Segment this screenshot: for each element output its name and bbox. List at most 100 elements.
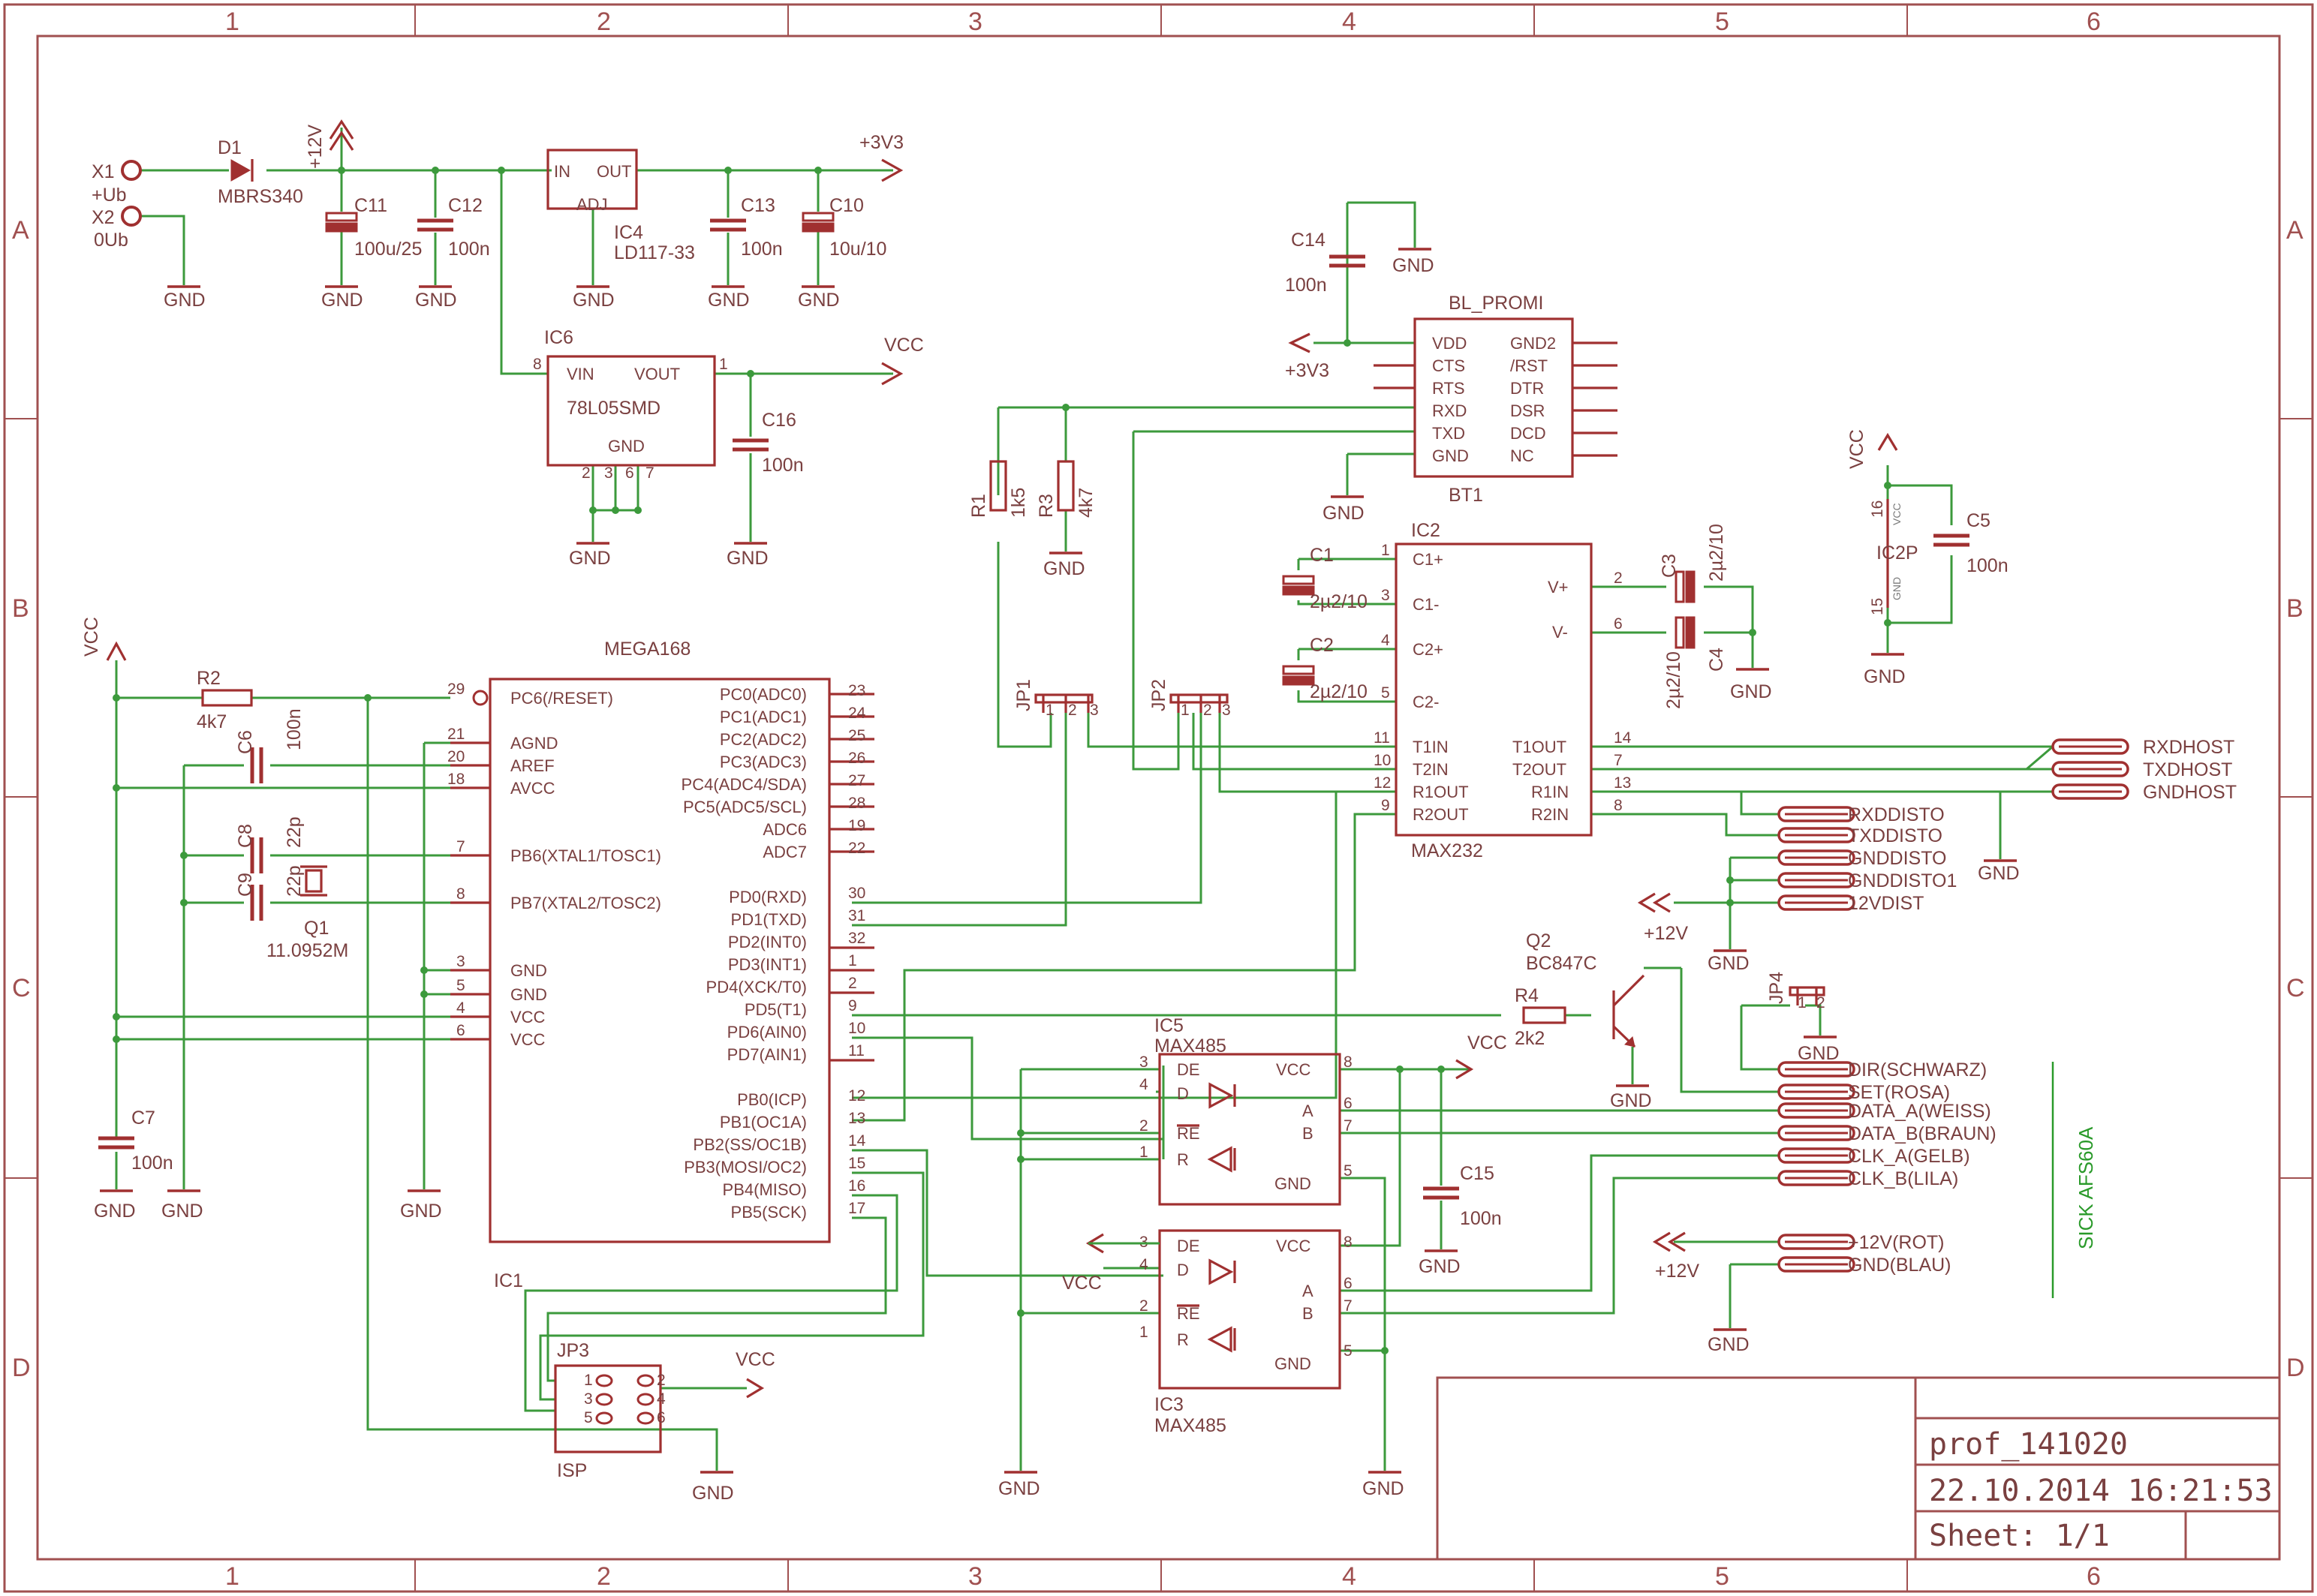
svg-text:1: 1 (719, 356, 728, 373)
gnd-c10: GND (798, 290, 840, 311)
svg-text:2: 2 (1816, 994, 1825, 1011)
ic2p: VCC GND 16 15 IC2P VCC C5 100n GND (1846, 429, 2009, 687)
vcc-ic5: VCC (1467, 1032, 1507, 1053)
svg-text:3: 3 (1222, 702, 1231, 719)
mega-pin-pb7: PB7(XTAL2/TOSC2) (510, 894, 661, 912)
conn-12vdist: 12VDIST (1848, 893, 1924, 914)
c16-label: C16 (762, 410, 796, 431)
title-date: 22.10.2014 16:21:53 (1929, 1474, 2273, 1508)
svg-text:1: 1 (1181, 702, 1190, 719)
p3v3-bt1: +3V3 (1285, 360, 1329, 381)
svg-text:A: A (1302, 1282, 1313, 1300)
ic4-body (546, 149, 638, 210)
mega-pinnum-right-4: 27 (848, 772, 865, 789)
c16-value: 100n (762, 455, 804, 476)
svg-text:GND: GND (1891, 577, 1903, 600)
c4-value: 2µ2/10 (1663, 651, 1684, 709)
mega-pinnum-right-18: 14 (848, 1132, 866, 1150)
ic6-value: 78L05SMD (567, 398, 660, 419)
d1-diode (230, 159, 254, 182)
mega-pin-right-5: PC5(ADC5/SCL) (683, 798, 807, 816)
svg-text:29: 29 (447, 681, 465, 698)
row-d-right: D (2286, 1354, 2305, 1382)
vcc-isp: VCC (736, 1349, 775, 1370)
row-b-right: B (2286, 594, 2303, 623)
svg-text:7: 7 (1344, 1297, 1353, 1315)
col-5-bottom: 5 (1715, 1562, 1729, 1591)
svg-text:B: B (1302, 1304, 1313, 1323)
svg-text:3: 3 (604, 464, 613, 482)
q2-transistor: R4 2k2 Q2 BC847C GND (1515, 930, 1652, 1111)
ic2-pin-t1out: T1OUT (1512, 738, 1566, 756)
svg-text:4: 4 (456, 999, 465, 1017)
mega-pin-gnd1: GND (510, 961, 547, 980)
ic6-label: IC6 (544, 327, 573, 348)
mega-pinnum-right-5: 28 (848, 795, 865, 812)
c8-label: C8 (235, 824, 256, 848)
mega-pin-right-3: PC3(ADC3) (720, 753, 807, 771)
svg-text:4: 4 (1381, 632, 1390, 649)
mega-pin-right-15: PD7(AIN1) (727, 1045, 807, 1064)
jp2-label: JP2 (1148, 679, 1169, 711)
svg-text:2: 2 (1139, 1297, 1148, 1315)
gnd-q2: GND (1610, 1090, 1652, 1111)
mega-pin-right-21: PB5(SCK) (731, 1203, 807, 1222)
mega-pinnum-right-20: 16 (848, 1177, 865, 1195)
svg-text:2: 2 (1139, 1117, 1148, 1135)
mega-pin-right-12: PD4(XCK/T0) (706, 978, 807, 996)
svg-text:2: 2 (1068, 702, 1077, 719)
jp1-label: JP1 (1013, 679, 1034, 711)
c14-value: 100n (1285, 275, 1327, 296)
conn-gnddisto1: GNDDISTO1 (1848, 870, 1957, 891)
bt1-pin-rxd: RXD (1432, 401, 1467, 420)
ic6-gnd: GND (608, 437, 645, 455)
gnd-mega: GND (400, 1201, 442, 1222)
ic4-adj: ADJ (576, 195, 608, 214)
mega-pinnum-right-1: 24 (848, 705, 866, 722)
ic2-pin-r1out: R1OUT (1413, 783, 1469, 801)
svg-text:7: 7 (645, 464, 654, 482)
ic2-value: MAX232 (1411, 840, 1483, 861)
mega-pin-aref: AREF (510, 756, 555, 775)
gnd-isp: GND (692, 1483, 734, 1504)
mega-pinnum-right-14: 10 (848, 1020, 865, 1037)
ic2-pin-vm: V- (1552, 623, 1568, 642)
gnd-r3: GND (1043, 558, 1085, 579)
col-1-top: 1 (225, 8, 239, 36)
bt1-pin-gnd: GND (1432, 446, 1469, 465)
svg-text:8: 8 (456, 885, 465, 903)
q1-crystal (300, 865, 327, 897)
p12v-net-top: +12V (305, 125, 326, 169)
c14-label: C14 (1291, 230, 1326, 251)
jp3-body (554, 1364, 662, 1453)
c3-label: C3 (1659, 554, 1680, 578)
ic2-pin-c2m: C2- (1413, 693, 1439, 711)
mega-pin-pc6: PC6(/RESET) (510, 689, 613, 708)
svg-text:3: 3 (1139, 1053, 1148, 1071)
row-c-left: C (12, 974, 31, 1002)
svg-text:18: 18 (447, 771, 465, 788)
ic1-label: IC1 (494, 1270, 523, 1291)
col-1-bottom: 1 (225, 1562, 239, 1591)
svg-text:5: 5 (1344, 1342, 1353, 1360)
svg-text:8: 8 (533, 356, 542, 373)
svg-text:12: 12 (1374, 774, 1391, 792)
svg-text:1: 1 (1139, 1324, 1148, 1341)
power-input: X1 +Ub X2 0Ub D1 MBRS340 GND +12V C11 10… (92, 119, 924, 569)
gnd-c16: GND (727, 548, 769, 569)
c10-value: 10u/10 (829, 239, 886, 260)
bt1-title: BL_PROMI (1449, 293, 1543, 314)
mega-pinnum-right-2: 25 (848, 727, 865, 744)
gnd-ic6: GND (569, 548, 611, 569)
jp3-label: JP3 (557, 1340, 589, 1361)
d1-label: D1 (218, 137, 242, 158)
svg-text:GND: GND (1274, 1354, 1311, 1373)
drawing-frame: 1 2 3 4 5 6 1 2 3 4 5 6 A B C D A B C D (3, 3, 2314, 1593)
conn-gnd-blau: GND(BLAU) (1848, 1255, 1951, 1276)
c13-value: 100n (741, 239, 783, 260)
max232: IC2 MAX232 C1+ C1- C2+ C2- T1IN T2IN R1O… (1282, 520, 1772, 861)
ic4-in: IN (554, 162, 570, 181)
c9-label: C9 (235, 873, 256, 897)
svg-text:11: 11 (1374, 729, 1390, 747)
